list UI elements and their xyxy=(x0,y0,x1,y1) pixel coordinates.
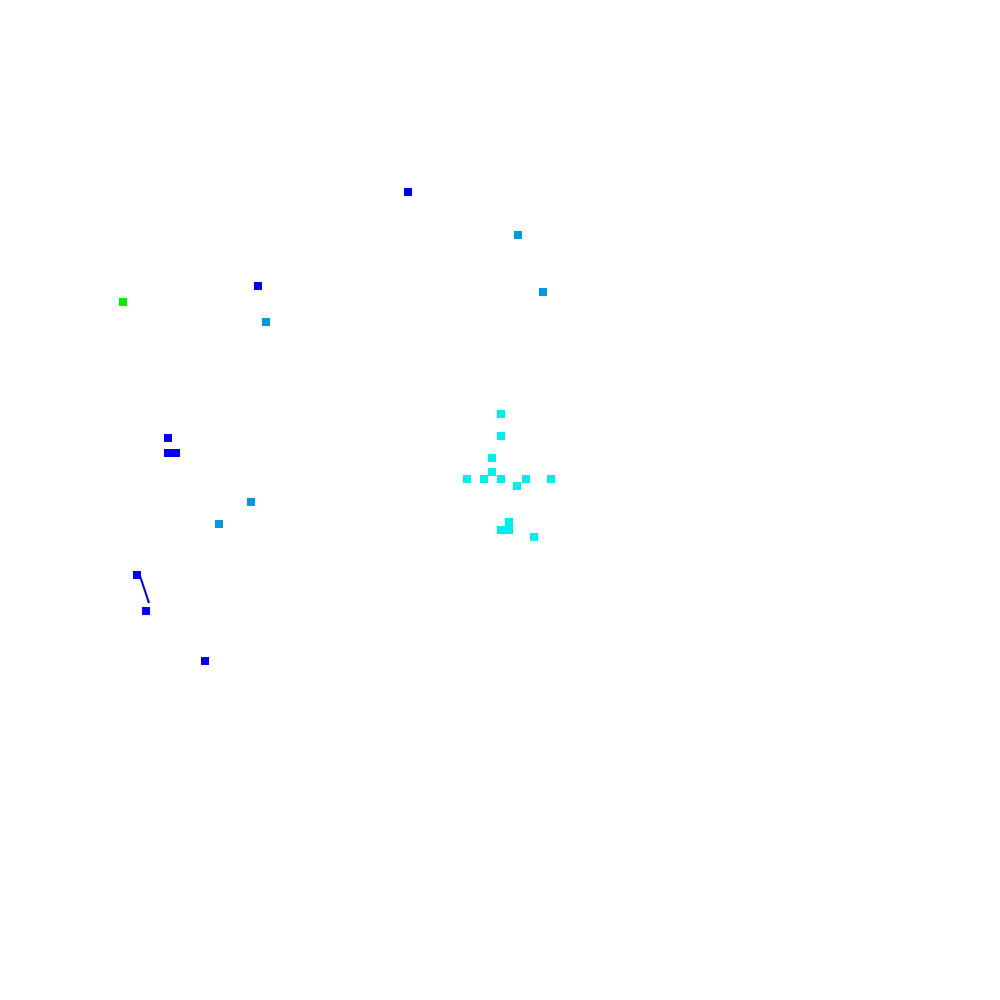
point-20 xyxy=(505,518,513,526)
point-4 xyxy=(119,298,127,306)
point-22 xyxy=(497,526,505,534)
point-18 xyxy=(513,482,521,490)
point-14 xyxy=(480,475,488,483)
point-24 xyxy=(530,533,538,541)
point-11 xyxy=(488,454,496,462)
point-7 xyxy=(497,432,505,440)
point-5 xyxy=(262,318,270,326)
point-2 xyxy=(254,282,262,290)
point-0 xyxy=(404,188,412,196)
point-3 xyxy=(539,288,547,296)
point-12 xyxy=(488,468,496,476)
connector-line-0 xyxy=(139,575,150,604)
point-13 xyxy=(463,475,471,483)
point-21 xyxy=(215,520,223,528)
point-16 xyxy=(522,475,530,483)
point-25 xyxy=(133,571,141,579)
point-1 xyxy=(514,231,522,239)
point-9 xyxy=(164,449,172,457)
point-19 xyxy=(247,498,255,506)
point-27 xyxy=(201,657,209,665)
point-6 xyxy=(497,410,505,418)
point-23 xyxy=(505,526,513,534)
point-10 xyxy=(172,449,180,457)
point-17 xyxy=(547,475,555,483)
point-15 xyxy=(497,475,505,483)
point-8 xyxy=(164,434,172,442)
point-26 xyxy=(142,607,150,615)
